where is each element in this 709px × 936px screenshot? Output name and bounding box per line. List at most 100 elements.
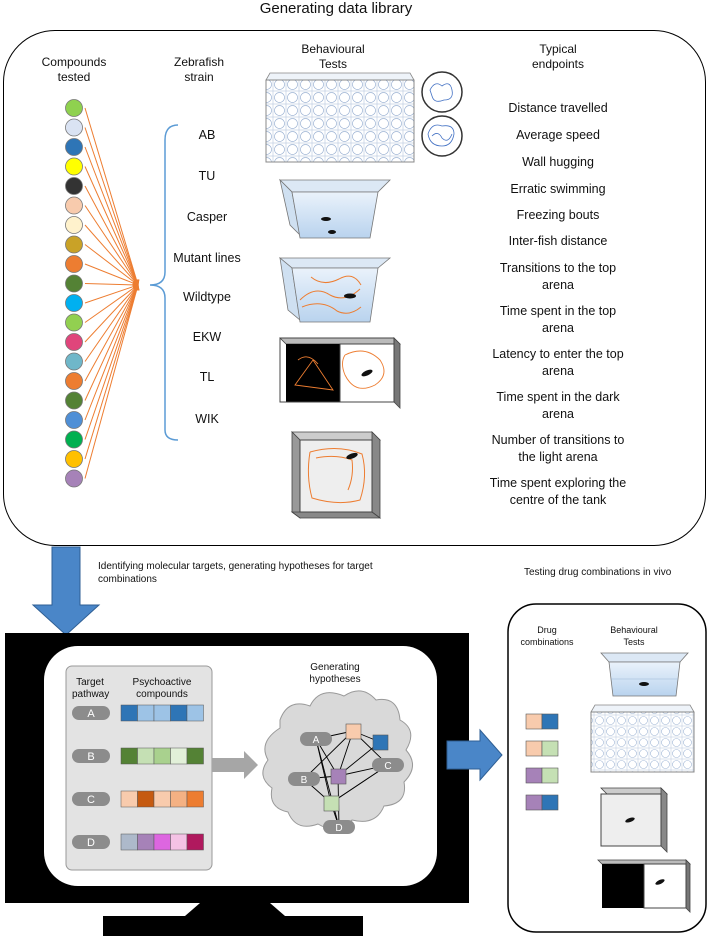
compound-swatch [170, 747, 188, 765]
compound-arrow [84, 244, 139, 286]
compound-circle [65, 411, 83, 429]
compound-swatch [137, 704, 155, 722]
endpoint-label: Wall hugging [522, 155, 594, 169]
compound-arrow [84, 185, 139, 286]
network-node-label: D [335, 823, 342, 834]
compound-circle [65, 177, 83, 195]
compound-swatch [120, 790, 138, 808]
header-compounds: Compounds tested [41, 55, 107, 84]
compound-arrow [84, 284, 140, 479]
target-pathway-label: Target pathway [72, 677, 110, 700]
compound-swatch [153, 790, 171, 808]
strain-label: EKW [192, 330, 222, 344]
compound-circle [65, 99, 83, 117]
drug-swatch [541, 713, 559, 730]
compound-circle [65, 313, 83, 332]
compound-arrow [84, 166, 139, 286]
drug-swatch [525, 767, 543, 784]
endpoint-label: Time spent in the dark arena [496, 390, 620, 421]
drug-swatch [525, 713, 543, 730]
pathway-pill [72, 749, 110, 763]
strain-label: AB [198, 128, 216, 142]
compound-swatch [170, 790, 188, 808]
compound-arrow [84, 107, 140, 286]
compound-arrow [84, 284, 139, 421]
pathway-label: C [87, 794, 95, 806]
compound-circle [65, 430, 83, 449]
compound-circle [65, 372, 83, 390]
endpoint-label: Inter-fish distance [508, 234, 608, 248]
gray-arrow [212, 751, 258, 779]
compound-arrow [84, 205, 139, 286]
network-compound [323, 795, 340, 812]
compound-circle [65, 157, 83, 176]
strain-label: TL [199, 370, 215, 384]
compound-swatch [186, 833, 204, 851]
network-compound [372, 734, 389, 751]
network-node [300, 732, 332, 746]
well-plate-test [265, 71, 463, 163]
pathway-label: A [87, 708, 95, 720]
right-tests-label: Behavioural Tests [610, 625, 658, 647]
compound-circle [65, 118, 83, 137]
strain-label: Casper [186, 210, 228, 224]
open-field-test [290, 431, 382, 519]
compound-swatch [153, 747, 171, 765]
compound-swatch [170, 833, 188, 851]
compound-swatch [153, 833, 171, 851]
light-dark-test [279, 337, 401, 409]
network-edge [303, 730, 354, 780]
network-node [372, 758, 404, 772]
caption-identify: Identifying molecular targets, generatin… [98, 561, 373, 585]
network-compound [345, 723, 362, 740]
drug-pairs [525, 713, 559, 811]
compound-circle [65, 294, 83, 312]
caption-testing: Testing drug combinations in vivo [524, 567, 672, 578]
pathway-pill [72, 792, 110, 806]
compound-circle [65, 333, 83, 351]
drug-swatch [541, 740, 559, 757]
network-node [323, 820, 355, 834]
compound-arrow [84, 281, 139, 288]
compound-swatch [137, 747, 155, 765]
drug-combinations-label: Drug combinations [520, 625, 574, 647]
compound-circle [65, 216, 83, 234]
compound-arrow [84, 284, 139, 401]
compound-arrow [84, 146, 140, 286]
compound-circle [65, 469, 83, 488]
network-node-label: A [313, 735, 320, 746]
header-tests: Behavioural Tests [301, 42, 365, 71]
compound-arrow [84, 283, 139, 304]
compound-arrow [84, 284, 140, 440]
header-strain: Zebrafish strain [173, 55, 225, 84]
drug-swatch [525, 794, 543, 811]
compound-arrow [84, 224, 139, 286]
compound-arrow [84, 127, 140, 286]
network-node-label: B [301, 775, 308, 786]
right-light-dark-test [597, 859, 691, 913]
network-compound [330, 768, 347, 785]
compound-swatch [137, 790, 155, 808]
hypotheses-title: Generating hypotheses [309, 662, 361, 685]
compound-swatch [186, 704, 204, 722]
compound-arrow [84, 284, 140, 460]
right-open-field-test [600, 787, 668, 853]
compound-swatch [186, 790, 204, 808]
right-well-plate-test [590, 704, 695, 773]
compound-arrow [84, 284, 139, 362]
endpoint-label: Distance travelled [508, 101, 608, 115]
network-node [288, 772, 320, 786]
novel-tank-test [279, 178, 391, 239]
compound-circle [65, 196, 83, 215]
endpoint-label: Time spent exploring the centre of the t… [489, 476, 627, 507]
compound-arrows [65, 99, 140, 488]
network-edge [315, 738, 341, 828]
data-library-frame [3, 30, 706, 546]
strain-label: WIK [195, 412, 219, 426]
compound-circle [65, 352, 83, 371]
compound-swatch [120, 747, 138, 765]
compound-swatch [137, 833, 155, 851]
